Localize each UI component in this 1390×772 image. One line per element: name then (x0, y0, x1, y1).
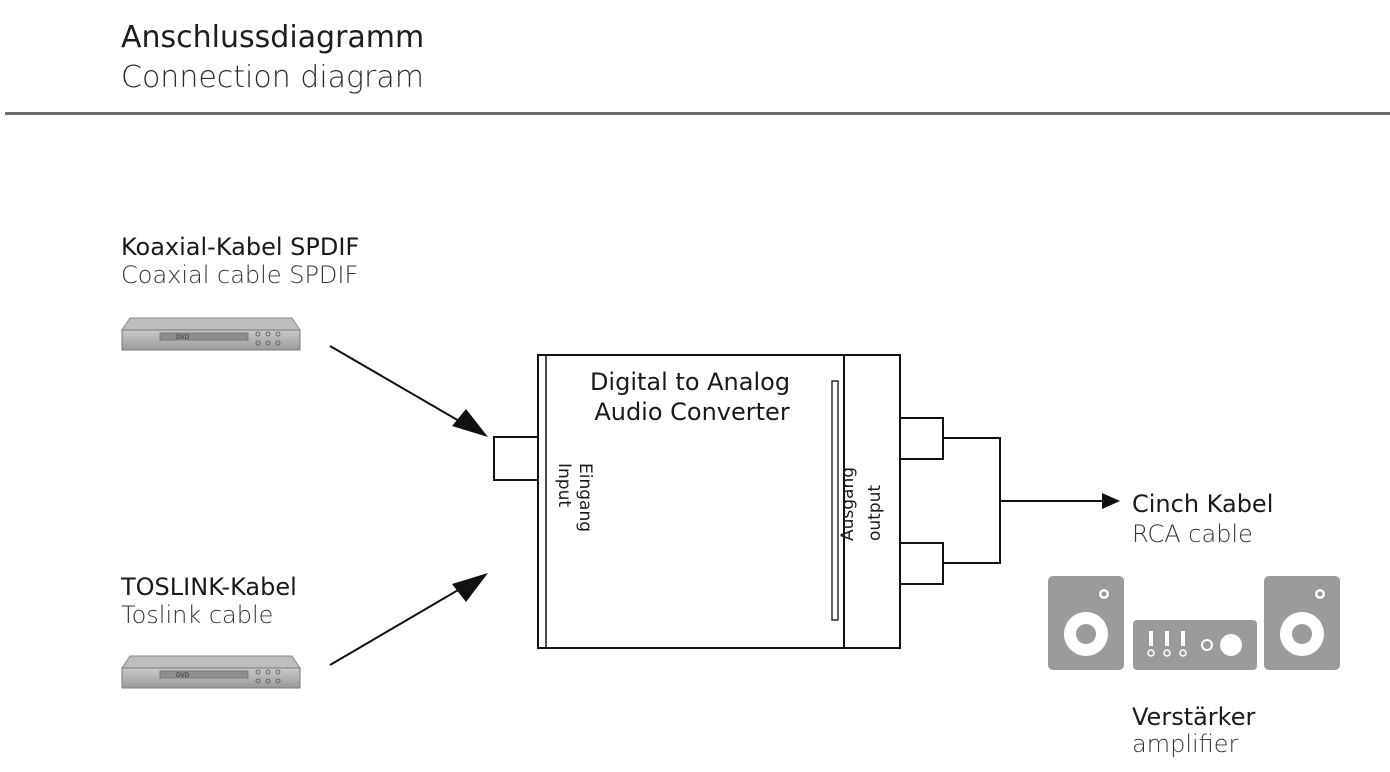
header-divider (5, 112, 1390, 115)
arrow-icon (1102, 493, 1120, 509)
converter-title-line2: Audio Converter (594, 398, 790, 426)
amplifier-label-en: amplifier (1132, 730, 1239, 758)
page-title: Anschlussdiagramm (121, 20, 425, 55)
coaxial-label-en: Coaxial cable SPDIF (121, 261, 359, 289)
page-subtitle: Connection diagram (121, 60, 424, 95)
converter-title-line1: Digital to Analog (590, 368, 790, 396)
rca-cable (943, 437, 1120, 564)
coaxial-arrow (329, 345, 488, 437)
coaxial-label-de: Koaxial-Kabel SPDIF (121, 233, 360, 261)
output-port-left (899, 417, 944, 460)
input-label-en: Input (554, 463, 574, 507)
input-label-de: Eingang (575, 463, 595, 532)
speaker-icon (1048, 576, 1124, 670)
toslink-label-en: Toslink cable (121, 601, 274, 629)
dvd-badge: DVD (176, 334, 190, 341)
toslink-arrow (329, 573, 488, 666)
arrow-icon (452, 573, 488, 602)
rca-label-de: Cinch Kabel (1132, 490, 1274, 518)
arrow-icon (452, 409, 488, 437)
output-label-en: output (865, 485, 885, 541)
dvd-player-icon: DVD (121, 317, 301, 351)
output-label-de: Ausgang (838, 467, 858, 541)
amplifier-label-de: Verstärker (1132, 703, 1256, 731)
amplifier-icon (1133, 620, 1257, 670)
rca-label-en: RCA cable (1132, 520, 1253, 548)
converter-box (493, 354, 944, 649)
dvd-badge: DVD (176, 672, 190, 679)
dvd-player-icon: DVD (121, 655, 301, 689)
speaker-icon (1264, 576, 1340, 670)
input-port (493, 436, 539, 481)
toslink-label-de: TOSLINK-Kabel (121, 573, 297, 601)
output-port-right (899, 542, 944, 585)
